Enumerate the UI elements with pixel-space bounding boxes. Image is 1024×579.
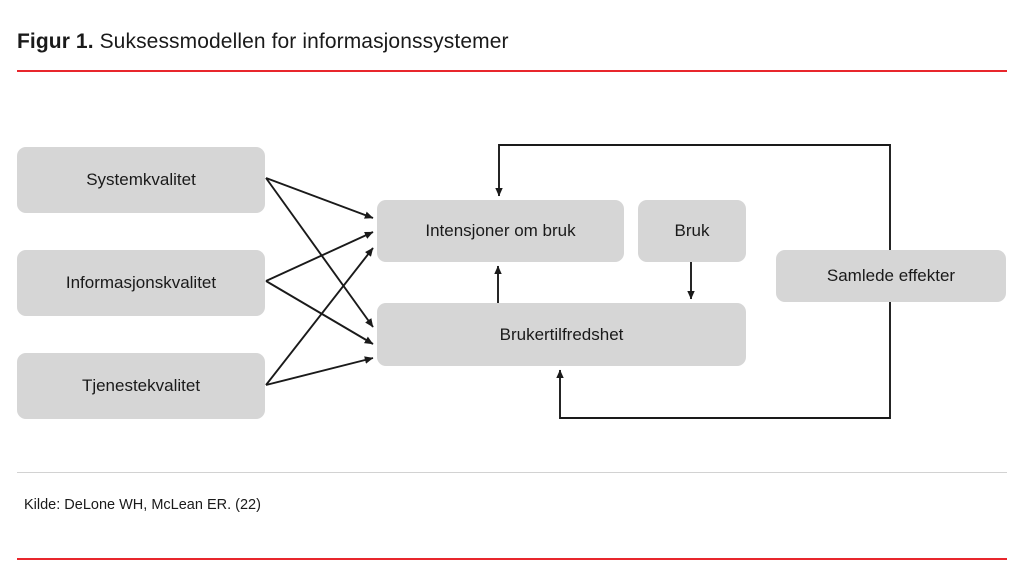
header-rule-red: [17, 70, 1007, 72]
footer-rule-red: [17, 558, 1007, 560]
figure-label: Figur 1.: [17, 30, 94, 53]
node-label: Tjenestekvalitet: [81, 376, 201, 395]
edge-informasjonskvalitet-intensjoner: [265, 231, 374, 282]
node-label: Samlede effekter: [826, 266, 956, 285]
node-informasjonskvalitet[interactable]: Informasjonskvalitet: [17, 250, 265, 316]
diagram-connectors: [265, 144, 891, 419]
diagram-canvas: Systemkvalitet Informasjonskvalitet Tjen…: [17, 144, 1006, 419]
node-systemkvalitet[interactable]: Systemkvalitet: [17, 147, 265, 213]
edge-tjenestekvalitet-intensjoner: [265, 247, 374, 386]
node-label: Intensjoner om bruk: [425, 221, 576, 240]
edge-samlede-effekter-brukertilfredshet-feedback: [556, 302, 891, 419]
node-brukertilfredshet[interactable]: Brukertilfredshet: [377, 303, 746, 366]
node-bruk[interactable]: Bruk: [638, 200, 746, 262]
edge-samlede-effekter-intensjoner-feedback: [495, 144, 891, 250]
footer-divider: [17, 472, 1007, 473]
edge-informasjonskvalitet-brukertilfredshet: [265, 280, 374, 345]
node-label: Brukertilfredshet: [499, 324, 624, 344]
figure-caption: Suksessmodellen for informasjonssystemer: [99, 30, 509, 53]
edge-systemkvalitet-brukertilfredshet: [265, 177, 374, 328]
node-label: Informasjonskvalitet: [65, 273, 217, 292]
source-note: Kilde: DeLone WH, McLean ER. (22): [24, 497, 261, 513]
page-title: Figur 1. Suksessmodellen for informasjon…: [17, 28, 509, 56]
node-samlede-effekter[interactable]: Samlede effekter: [776, 250, 1006, 302]
edge-tjenestekvalitet-brukertilfredshet: [265, 356, 374, 386]
node-tjenestekvalitet[interactable]: Tjenestekvalitet: [17, 353, 265, 419]
node-label: Bruk: [674, 221, 710, 240]
node-intensjoner-om-bruk[interactable]: Intensjoner om bruk: [377, 200, 624, 262]
edge-systemkvalitet-intensjoner: [265, 177, 374, 219]
node-label: Systemkvalitet: [86, 170, 196, 189]
